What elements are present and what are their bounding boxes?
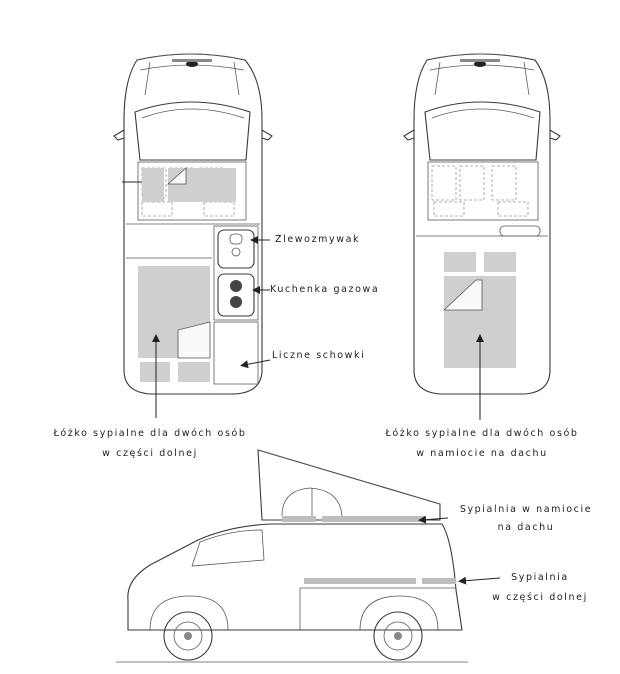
label-side-roof-line2: na dachu bbox=[498, 522, 555, 533]
label-side-lower-line1: Sypialnia bbox=[511, 572, 569, 583]
van-top-view-lower-bed bbox=[113, 53, 273, 418]
label-bed-lower-line1: Łóżko sypialne dla dwóch osób bbox=[52, 428, 246, 439]
van-side-view bbox=[116, 449, 501, 663]
label-bed-roof-line2: w namiocie na dachu bbox=[416, 448, 547, 459]
label-bed-roof-line1: Łóżko sypialne dla dwóch osób bbox=[384, 428, 578, 439]
label-storage: Liczne schowki bbox=[272, 350, 365, 361]
label-side-roof-line1: Sypialnia w namiocie bbox=[460, 504, 592, 515]
label-sink: Zlewozmywak bbox=[275, 234, 360, 245]
label-side-lower-line2: w części dolnej bbox=[492, 592, 588, 603]
van-top-view-roof-tent bbox=[403, 53, 561, 420]
label-stove: Kuchenka gazowa bbox=[270, 284, 379, 295]
label-bed-lower-line2: w części dolnej bbox=[102, 448, 198, 459]
